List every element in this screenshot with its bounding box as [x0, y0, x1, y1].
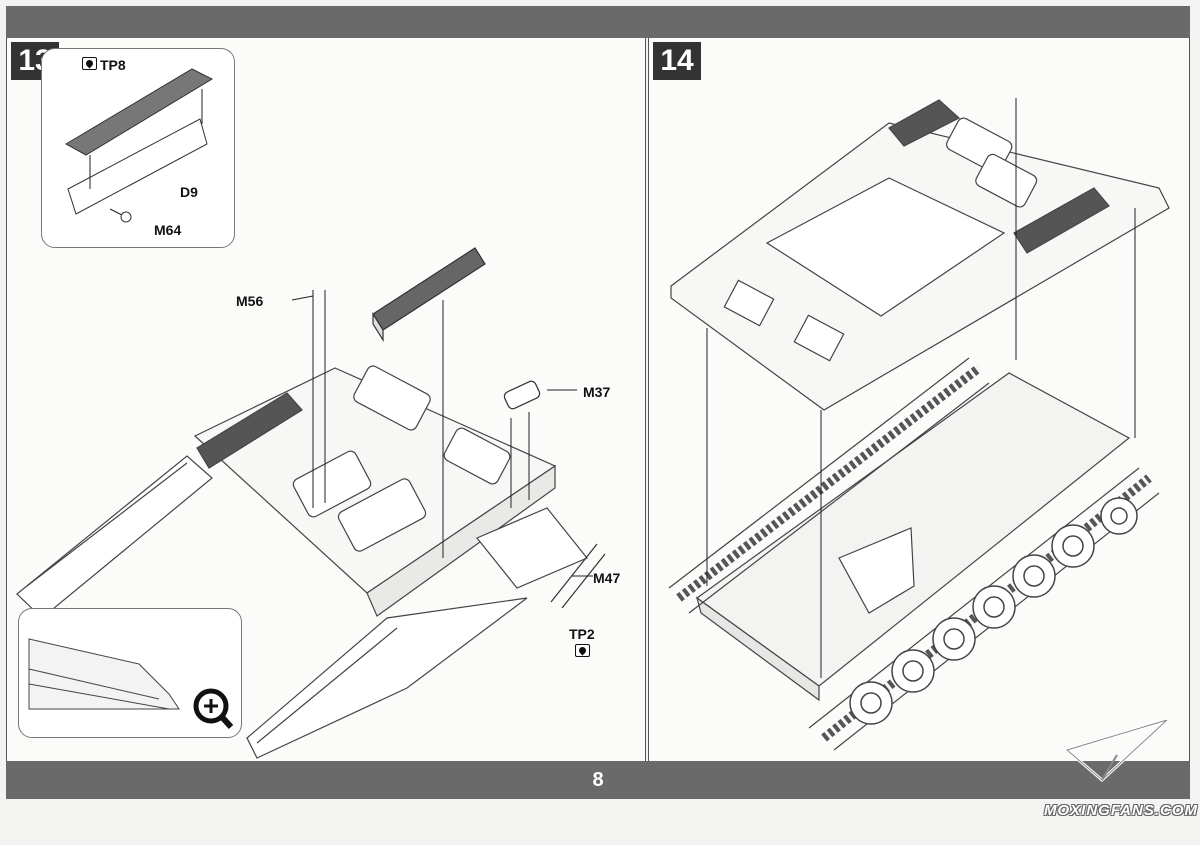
grille-assembly-drawing	[64, 68, 214, 223]
step-13-detail-inset-grille: TP8 D9 M64	[41, 48, 235, 248]
label-m56: M56	[236, 293, 264, 309]
paper-plane-logo-icon	[1063, 720, 1169, 783]
label-m37: M37	[583, 384, 611, 400]
bottom-footer-bar: 8	[6, 761, 1190, 799]
side-detail-drawing	[28, 638, 234, 730]
step-14-panel: 14	[648, 38, 1190, 761]
label-m64: M64	[154, 222, 182, 238]
step-13-panel: 13	[6, 38, 646, 761]
top-header-bar	[6, 6, 1190, 38]
step-13-hull-drawing	[16, 247, 606, 759]
page-number: 8	[592, 769, 604, 791]
step-14-hull-assembly-drawing	[668, 98, 1170, 751]
watermark-text: MOXINGFANS.COM	[1043, 802, 1198, 819]
paint-drop-icon	[82, 57, 97, 70]
step-13-detail-inset-side	[18, 608, 242, 738]
label-d9: D9	[180, 184, 198, 200]
label-m47: M47	[593, 570, 621, 586]
paint-drop-icon-tp2	[575, 644, 590, 657]
label-tp8: TP8	[100, 57, 126, 73]
step-14-badge: 14	[653, 42, 701, 80]
label-tp2: TP2	[569, 626, 595, 642]
